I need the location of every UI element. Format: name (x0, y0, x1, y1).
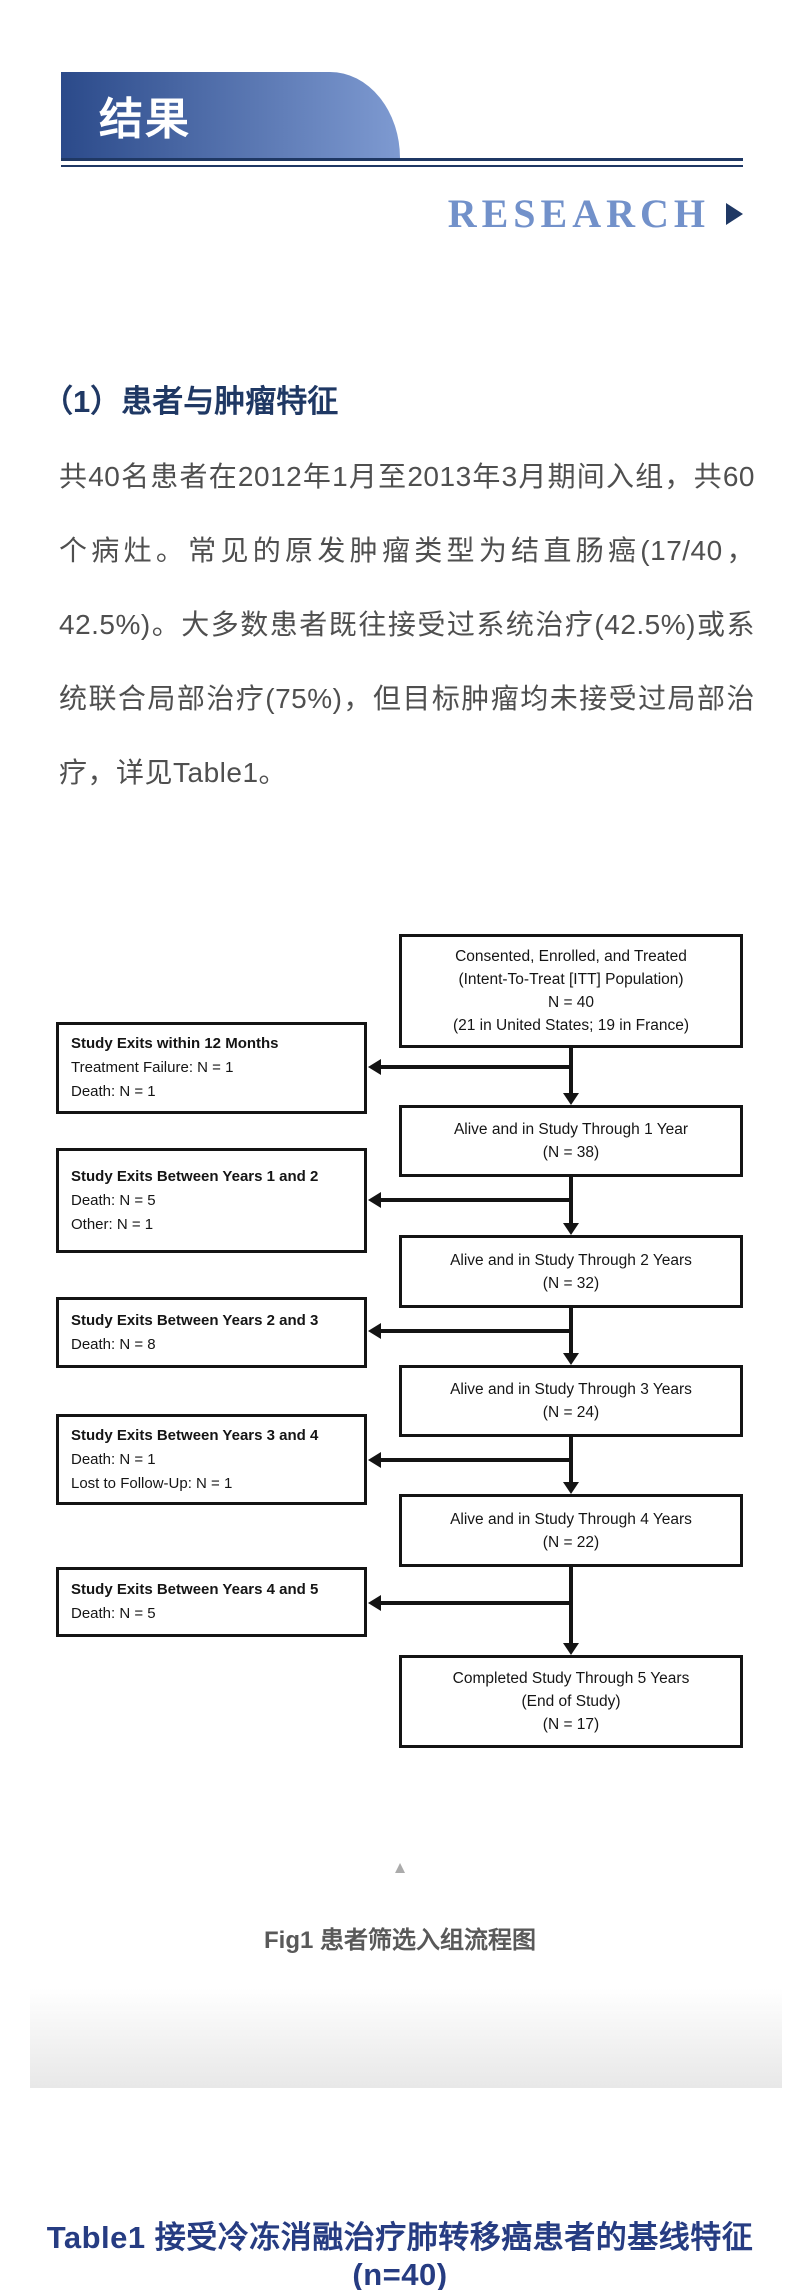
research-label: RESEARCH (447, 191, 710, 236)
connector-line (380, 1198, 571, 1202)
connector-line (569, 1046, 573, 1094)
research-wordmark: RESEARCH (0, 190, 743, 237)
arrow-down-icon (563, 1482, 579, 1494)
section-heading: （1）患者与肿瘤特征 (42, 384, 339, 419)
flow-box-title: Study Exits within 12 Months (71, 1035, 279, 1052)
flow-box-line: (Intent-To-Treat [ITT] Population) (458, 971, 684, 988)
flow-box-line: (N = 22) (542, 1533, 600, 1551)
flow-box-line: Alive and in Study Through 1 Year (453, 1121, 689, 1138)
flow-box-exits-y4-5: Study Exits Between Years 4 and 5 Death:… (56, 1567, 367, 1637)
table1-title: Table1 接受冷冻消融治疗肺转移癌患者的基线特征(n=40) (46, 2220, 754, 2290)
flow-box-line: Completed Study Through 5 Years (452, 1670, 690, 1687)
arrow-down-icon (563, 1093, 579, 1105)
flow-box-year4: Alive and in Study Through 4 Years (N = … (399, 1494, 743, 1567)
flow-box-line: Alive and in Study Through 3 Years (450, 1381, 692, 1398)
flow-box-line: N = 40 (547, 994, 595, 1011)
flow-box-exits-y1-2: Study Exits Between Years 1 and 2 Death:… (56, 1148, 367, 1253)
flow-box-year2: Alive and in Study Through 2 Years (N = … (399, 1235, 743, 1308)
section-separator-band (30, 1988, 782, 2088)
connector-line (569, 1565, 573, 1644)
arrow-down-icon (563, 1223, 579, 1235)
connector-line (380, 1458, 571, 1462)
flow-box-exits-y2-3: Study Exits Between Years 2 and 3 Death:… (56, 1297, 367, 1368)
flow-box-enrolled: Consented, Enrolled, and Treated (Intent… (399, 934, 743, 1048)
arrow-down-icon (563, 1643, 579, 1655)
flow-box-line: Alive and in Study Through 2 Years (450, 1251, 692, 1269)
flow-box-line: Consented, Enrolled, and Treated (455, 948, 687, 965)
connector-line (569, 1435, 573, 1483)
header-rule-thin (61, 165, 743, 167)
flow-box-line: Alive and in Study Through 4 Years (450, 1510, 692, 1528)
study-flow-diagram: Consented, Enrolled, and Treated (Intent… (56, 934, 743, 1748)
flow-box-title: Study Exits Between Years 4 and 5 (71, 1581, 319, 1598)
arrow-down-icon (563, 1353, 579, 1365)
connector-line (569, 1175, 573, 1223)
flow-box-exits-12mo: Study Exits within 12 Months Treatment F… (56, 1022, 367, 1114)
figure-collapse-row: ▲ (0, 1858, 800, 1878)
flow-box-line: (N = 17) (542, 1716, 600, 1733)
connector-line (569, 1306, 573, 1354)
results-banner: 结果 (61, 72, 400, 158)
results-banner-title: 结果 (99, 95, 191, 144)
flow-box-line: Death: N = 8 (71, 1335, 156, 1353)
arrow-left-icon (368, 1452, 381, 1468)
flow-box-line: (End of Study) (521, 1693, 621, 1710)
right-triangle-icon (726, 202, 743, 225)
flow-box-line: (N = 24) (542, 1404, 600, 1421)
arrow-left-icon (368, 1192, 381, 1208)
flow-box-line: Lost to Follow-Up: N = 1 (71, 1474, 233, 1492)
flow-box-line: (N = 38) (542, 1144, 600, 1161)
flow-box-line: Death: N = 1 (71, 1083, 156, 1100)
figure-caption: Fig1 患者筛选入组流程图 (263, 1927, 536, 1954)
arrow-left-icon (368, 1059, 381, 1075)
section-paragraph: 共40名患者在2012年1月至2013年3月期间入组，共60个病灶。常见的原发肿… (59, 461, 755, 788)
connector-line (380, 1601, 571, 1605)
arrow-left-icon (368, 1595, 381, 1611)
flow-box-exits-y3-4: Study Exits Between Years 3 and 4 Death:… (56, 1414, 367, 1505)
flow-box-line: Treatment Failure: N = 1 (71, 1059, 234, 1076)
flow-box-completed: Completed Study Through 5 Years (End of … (399, 1655, 743, 1748)
flow-box-year3: Alive and in Study Through 3 Years (N = … (399, 1365, 743, 1437)
connector-line (380, 1065, 571, 1069)
flow-box-line: (21 in United States; 19 in France) (452, 1017, 690, 1034)
flow-box-line: Other: N = 1 (71, 1215, 154, 1233)
flow-box-line: (N = 32) (542, 1274, 600, 1292)
flow-box-year1: Alive and in Study Through 1 Year (N = 3… (399, 1105, 743, 1177)
connector-line (380, 1329, 571, 1333)
flow-box-line: Death: N = 1 (71, 1450, 156, 1468)
flow-box-line: Death: N = 5 (71, 1605, 156, 1622)
header-rule-thick (61, 158, 743, 161)
flow-box-line: Death: N = 5 (71, 1191, 156, 1209)
collapse-up-triangle-icon[interactable]: ▲ (391, 1858, 409, 1877)
flow-box-title: Study Exits Between Years 3 and 4 (71, 1426, 319, 1444)
flow-box-title: Study Exits Between Years 2 and 3 (71, 1311, 319, 1329)
arrow-left-icon (368, 1323, 381, 1339)
flow-box-title: Study Exits Between Years 1 and 2 (71, 1167, 319, 1185)
